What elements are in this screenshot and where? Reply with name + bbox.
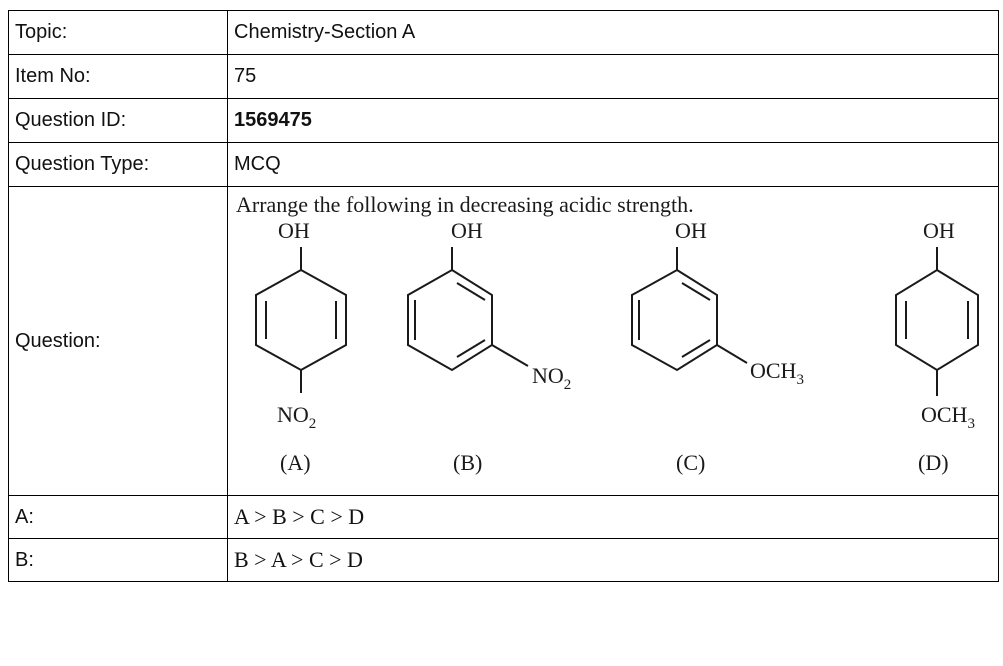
option-a-row: A: A > B > C > D bbox=[8, 495, 999, 539]
structure-a: OH NO2 (A) bbox=[255, 218, 347, 475]
item-no-row: Item No: 75 bbox=[8, 54, 999, 99]
question-row: Question: Arrange the following in decre… bbox=[8, 186, 999, 496]
structure-c-double-bond-2 bbox=[681, 339, 711, 358]
structure-c-double-bond-1 bbox=[681, 282, 711, 301]
structure-b-double-bond-2 bbox=[456, 339, 486, 358]
question-table: Topic: Chemistry-Section A Item No: 75 Q… bbox=[8, 10, 999, 582]
structure-d-ring bbox=[895, 268, 979, 372]
question-type-row: Question Type: MCQ bbox=[8, 142, 999, 187]
option-b-row: B: B > A > C > D bbox=[8, 538, 999, 582]
question-figure: Arrange the following in decreasing acid… bbox=[236, 192, 979, 475]
option-b-value: B > A > C > D bbox=[227, 538, 999, 582]
structure-c-oh: OH bbox=[675, 218, 707, 243]
question-id-row: Question ID: 1569475 bbox=[8, 98, 999, 143]
structure-c-substituent: OCH3 bbox=[750, 358, 804, 388]
structure-a-oh: OH bbox=[278, 218, 310, 243]
structure-c-tag: (C) bbox=[676, 450, 705, 475]
structure-a-substituent: NO2 bbox=[277, 402, 316, 432]
structure-d-oh: OH bbox=[923, 218, 955, 243]
option-a-label: A: bbox=[8, 495, 228, 539]
question-type-label: Question Type: bbox=[8, 142, 228, 187]
item-no-value: 75 bbox=[227, 54, 999, 99]
structure-b-substituent-bond bbox=[491, 344, 529, 367]
structure-b-ring bbox=[407, 268, 493, 372]
item-no-label: Item No: bbox=[8, 54, 228, 99]
structure-b-substituent: NO2 bbox=[532, 363, 571, 393]
structure-b-oh: OH bbox=[451, 218, 483, 243]
structure-d-substituent: OCH3 bbox=[921, 402, 975, 432]
question-label: Question: bbox=[8, 186, 228, 496]
structure-d: OH OCH3 (D) bbox=[895, 218, 979, 475]
topic-row: Topic: Chemistry-Section A bbox=[8, 10, 999, 55]
structure-c: OH OCH3 (C) bbox=[631, 218, 804, 475]
question-type-value: MCQ bbox=[227, 142, 999, 187]
structure-a-ring bbox=[255, 268, 347, 372]
structure-d-tag: (D) bbox=[918, 450, 949, 475]
question-prompt: Arrange the following in decreasing acid… bbox=[236, 192, 694, 217]
structure-a-tag: (A) bbox=[280, 450, 311, 475]
question-content: Arrange the following in decreasing acid… bbox=[227, 186, 999, 496]
structure-c-ring bbox=[631, 268, 718, 372]
question-id-label: Question ID: bbox=[8, 98, 228, 143]
structure-b: OH NO2 (B) bbox=[407, 218, 571, 475]
structure-c-substituent-bond bbox=[716, 344, 748, 364]
structure-b-tag: (B) bbox=[453, 450, 482, 475]
question-id-value: 1569475 bbox=[227, 98, 999, 143]
structure-b-double-bond-1 bbox=[456, 282, 486, 301]
topic-label: Topic: bbox=[8, 10, 228, 55]
topic-value: Chemistry-Section A bbox=[227, 10, 999, 55]
option-a-value: A > B > C > D bbox=[227, 495, 999, 539]
option-b-label: B: bbox=[8, 538, 228, 582]
